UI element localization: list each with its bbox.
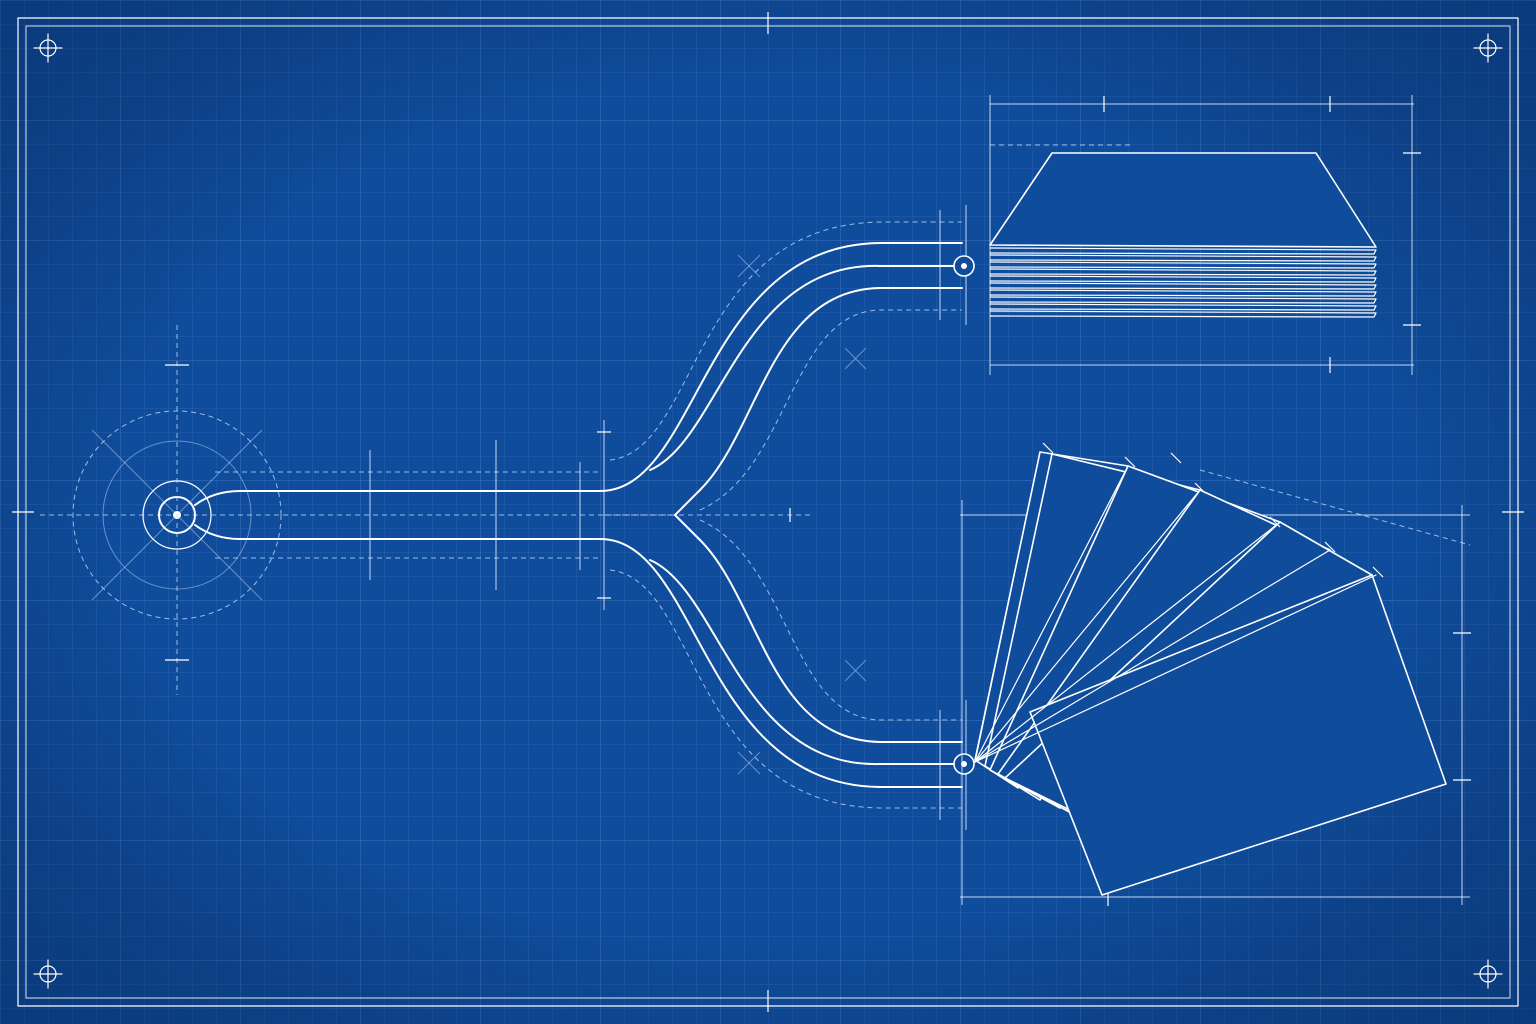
crosshair-icon [1473, 33, 1503, 63]
stacked-sheets-dimensions [989, 95, 1421, 375]
fanned-sheets [960, 442, 1471, 906]
fan-radial-line [974, 489, 1201, 763]
source-node-icon [72, 325, 282, 695]
upper-terminal-node-icon [953, 205, 975, 325]
stacked-sheet-edge [989, 261, 1377, 269]
stacked-sheet-edge [989, 247, 1377, 255]
fan-radial-line [974, 549, 1331, 763]
fanned-sheet [1029, 574, 1447, 896]
sheet-stack-body [989, 152, 1377, 318]
crosshair-icon [33, 959, 63, 989]
main-channel [194, 420, 611, 610]
fan-tick-mark [1042, 442, 1054, 454]
lower-terminal-node-icon [953, 700, 975, 830]
fan-radial-line [974, 451, 1041, 763]
stacked-sheet-edge [989, 254, 1377, 262]
fan-radial-line [974, 521, 1281, 763]
fan-radial-line [974, 465, 1129, 763]
stacked-sheet-edge [989, 289, 1377, 297]
crosshair-icon [33, 33, 63, 63]
stacked-sheet-edge [989, 268, 1377, 276]
upper-branch [599, 210, 963, 511]
lower-branch [599, 519, 963, 820]
split-junction [604, 489, 791, 541]
stacked-sheet-edge [989, 275, 1377, 283]
crosshair-icon [1473, 959, 1503, 989]
fan-tick-mark [1269, 516, 1281, 528]
stacked-sheet-edge [989, 303, 1377, 311]
fan-radial-line [974, 574, 1377, 763]
fan-tick-mark [1194, 482, 1206, 494]
sheet-frame [12, 12, 1524, 1012]
stacked-sheets [989, 95, 1421, 375]
fan-tick-mark [1324, 541, 1336, 553]
corner-registration-marks [33, 33, 1503, 989]
fan-tick-mark [1372, 566, 1384, 578]
stacked-sheet-edge [989, 282, 1377, 290]
fan-sheet-group [974, 442, 1447, 896]
fan-tick-mark [1170, 452, 1182, 464]
stacked-sheet-edge [989, 310, 1377, 318]
fan-tick-mark [1124, 456, 1136, 468]
stacked-sheet-edge [989, 296, 1377, 304]
